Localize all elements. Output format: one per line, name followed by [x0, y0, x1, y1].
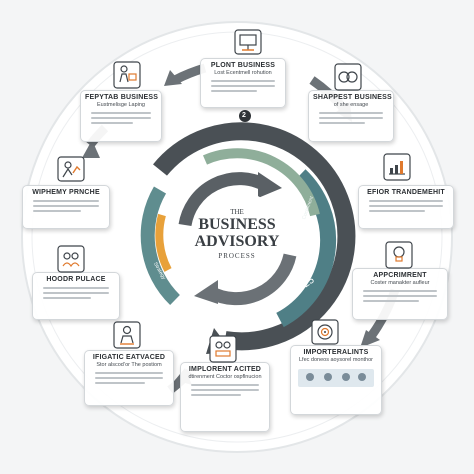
- meeting-icon: [209, 335, 237, 363]
- handshake-icon: [334, 63, 362, 91]
- people-illustration: [298, 369, 374, 387]
- inner-swirl-arrowhead: [258, 172, 282, 198]
- step-marker-number: 2: [242, 112, 246, 119]
- card-left: WIPHEMY PRNCHE: [22, 185, 110, 229]
- person-chart-icon: [57, 156, 85, 182]
- card-left-lower: HOODR PULACE: [32, 272, 120, 320]
- teal-ring-left: [140, 186, 180, 306]
- center-title-process: PROCESS: [218, 252, 256, 260]
- card-top: PLONT BUSINESS Lost Ecentmell rohution: [200, 58, 286, 108]
- sage-ring: [202, 148, 320, 217]
- outer-arrowhead: [360, 330, 380, 348]
- outer-arrowhead: [82, 140, 100, 158]
- card-right-lower: APPCRIMRENT Coster manakter aufleur: [352, 268, 448, 320]
- card-bottom: IMPLORENT ACITED dtirenment Coctor ospfl…: [180, 362, 270, 432]
- card-right: EFIOR TRANDEMEHIT: [358, 185, 454, 229]
- card-upper-right: SHAPPEST BUSINESS of she ensage: [308, 90, 394, 142]
- person-cart-icon: [113, 61, 141, 89]
- inner-swirl-top: [178, 172, 269, 227]
- presenter-icon: [113, 321, 141, 349]
- card-bottom-right: IMPORTERALINTS Lfec doneos aoysorel mont…: [290, 345, 382, 415]
- outer-arrowhead: [164, 70, 182, 86]
- growth-chart-icon: [383, 153, 411, 181]
- center-title-the: THE: [230, 208, 244, 216]
- center-disc: [191, 191, 283, 283]
- team-icon: [57, 245, 85, 273]
- center-title-business: BUSINESS: [198, 216, 276, 233]
- lightbulb-icon: [385, 241, 413, 269]
- card-upper-left: FEPYTAB BUSINESS Eustmelisge Laping: [80, 90, 162, 142]
- presentation-icon: [234, 29, 262, 55]
- inner-swirl-arrowhead: [194, 280, 218, 304]
- card-bottom-left: IFIGATIC EATVACED Stor alscod’or The pos…: [84, 350, 174, 406]
- inner-swirl-bottom: [206, 253, 297, 306]
- step-marker: [239, 110, 251, 122]
- orange-accent-ring: [155, 213, 172, 272]
- target-icon: [311, 319, 339, 345]
- dark-ring: [153, 122, 356, 351]
- teal-ring: [276, 169, 337, 328]
- center-title-advisory: ADVISORY: [194, 233, 280, 250]
